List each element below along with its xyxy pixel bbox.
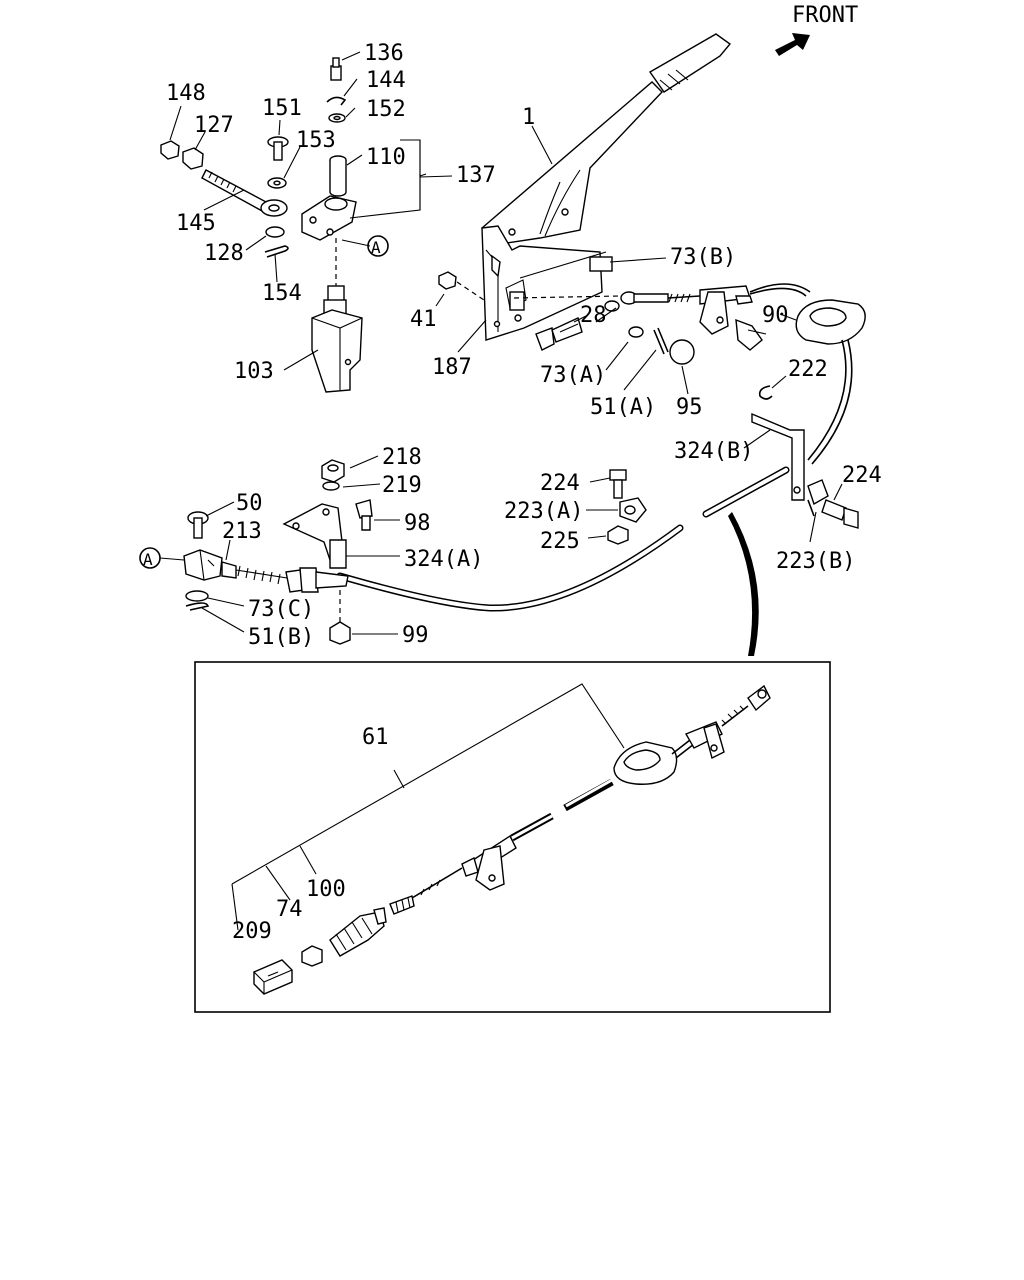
label-213: 213 [222, 519, 262, 544]
label-61: 61 [362, 725, 389, 750]
cable-61-detail [231, 683, 771, 995]
label-209: 209 [232, 919, 272, 944]
label-110: 110 [366, 145, 406, 170]
front-arrow-icon [775, 33, 810, 56]
svg-text:A: A [371, 238, 381, 257]
label-99: 99 [402, 623, 429, 648]
label-41: 41 [410, 307, 437, 332]
label-127: 127 [194, 113, 234, 138]
label-148: 148 [166, 81, 206, 106]
label-137: 137 [456, 163, 496, 188]
label-151: 151 [262, 96, 302, 121]
detail-box [194, 661, 831, 1013]
label-154: 154 [262, 281, 302, 306]
hand-lever-1 [435, 33, 732, 353]
label-187: 187 [432, 355, 472, 380]
label-219: 219 [382, 473, 422, 498]
label-224-mid: 224 [540, 471, 580, 496]
label-73c: 73(C) [248, 597, 314, 622]
label-73b: 73(B) [670, 245, 736, 270]
label-73a: 73(A) [540, 363, 606, 388]
label-224-right: 224 [842, 463, 882, 488]
label-1: 1 [522, 105, 535, 130]
bracket-103 [283, 285, 363, 393]
label-218: 218 [382, 445, 422, 470]
label-103: 103 [234, 359, 274, 384]
label-223a: 223(A) [504, 499, 583, 524]
lower-left-assembly: A [139, 455, 400, 645]
label-324b: 324(B) [674, 439, 753, 464]
front-label: FRONT [792, 3, 858, 28]
label-223b: 223(B) [776, 549, 855, 574]
label-90: 90 [762, 303, 789, 328]
marker-a-top: A [367, 235, 389, 257]
label-95: 95 [676, 395, 703, 420]
label-98: 98 [404, 511, 431, 536]
label-145: 145 [176, 211, 216, 236]
label-51a: 51(A) [590, 395, 656, 420]
label-225: 225 [540, 529, 580, 554]
part-labels: 136 144 148 151 152 127 153 110 137 145 … [166, 41, 882, 944]
lower-cable [336, 466, 790, 656]
label-50: 50 [236, 491, 263, 516]
label-222: 222 [788, 357, 828, 382]
lever-pivot-assembly [160, 51, 453, 290]
label-153: 153 [296, 128, 336, 153]
label-74: 74 [276, 897, 303, 922]
label-128: 128 [204, 241, 244, 266]
label-100: 100 [306, 877, 346, 902]
bracket-324b [743, 412, 859, 543]
upper-cable [595, 283, 866, 465]
label-324a: 324(A) [404, 547, 483, 572]
label-51b: 51(B) [248, 625, 314, 650]
svg-text:A: A [143, 550, 153, 569]
label-152: 152 [366, 97, 406, 122]
mid-clamp-set [586, 469, 647, 545]
label-144: 144 [366, 68, 406, 93]
label-136: 136 [364, 41, 404, 66]
label-28: 28 [580, 303, 607, 328]
